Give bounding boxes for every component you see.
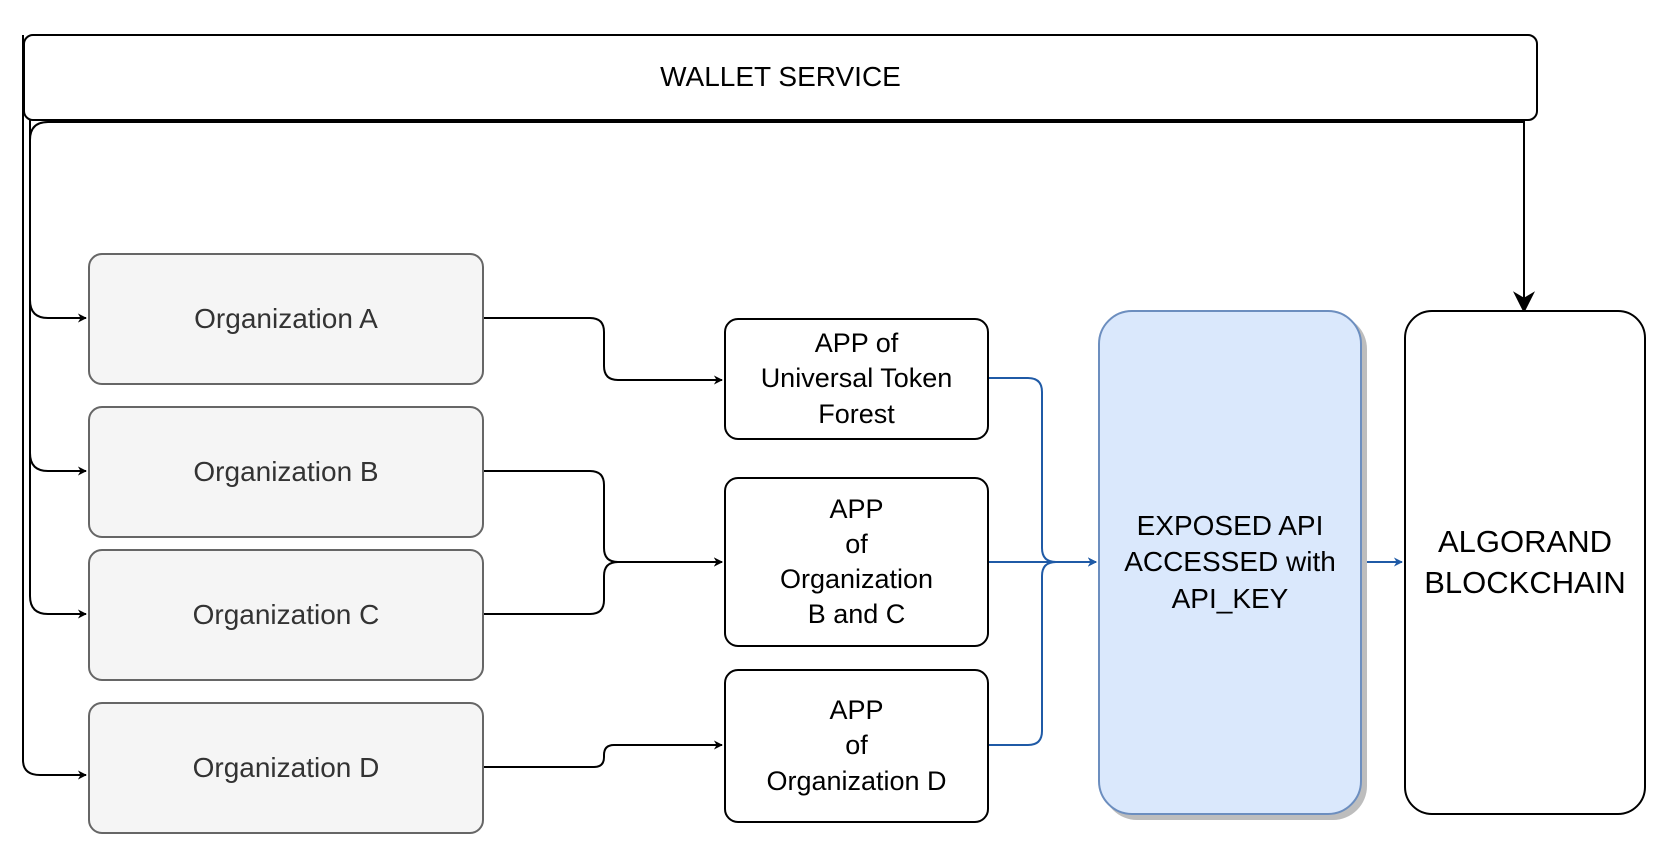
edge-org-c-to-app-bc — [483, 557, 723, 615]
edge-org-a-to-app-forest — [483, 317, 723, 385]
wallet-service-label: WALLET SERVICE — [660, 61, 901, 93]
edge-wallet-to-org-d — [22, 35, 87, 780]
algorand-blockchain-box: ALGORAND BLOCKCHAIN — [1404, 310, 1646, 815]
organization-b-box: Organization B — [88, 406, 484, 538]
app-universal-token-forest-label: APP of Universal Token Forest — [760, 328, 953, 429]
app-organization-b-and-c-label: APP of Organization B and C — [779, 493, 934, 630]
algorand-blockchain-label: ALGORAND BLOCKCHAIN — [1424, 524, 1626, 600]
edge-org-b-to-app-bc — [483, 470, 723, 567]
organization-d-label: Organization D — [192, 751, 380, 783]
organization-a-label: Organization A — [194, 302, 378, 334]
edge-app-forest-to-api — [989, 377, 1097, 567]
organization-d-box: Organization D — [88, 702, 484, 834]
organization-b-label: Organization B — [193, 455, 379, 487]
organization-c-box: Organization C — [88, 549, 484, 681]
organization-a-box: Organization A — [88, 253, 484, 385]
edge-wallet-to-algorand — [29, 121, 1535, 314]
edge-app-d-to-api — [989, 557, 1097, 746]
exposed-api-label: EXPOSED API ACCESSED with API_KEY — [1124, 509, 1336, 614]
edge-wallet-to-org-c — [29, 35, 87, 619]
app-universal-token-forest-box: APP of Universal Token Forest — [724, 318, 989, 440]
app-organization-b-and-c-box: APP of Organization B and C — [724, 477, 989, 647]
app-organization-d-box: APP of Organization D — [724, 669, 989, 823]
app-organization-d-label: APP of Organization D — [766, 695, 947, 796]
organization-c-label: Organization C — [192, 598, 380, 630]
exposed-api-box: EXPOSED API ACCESSED with API_KEY — [1098, 310, 1362, 815]
edge-org-d-to-app-d — [483, 740, 723, 768]
wallet-service-box: WALLET SERVICE — [23, 34, 1538, 121]
